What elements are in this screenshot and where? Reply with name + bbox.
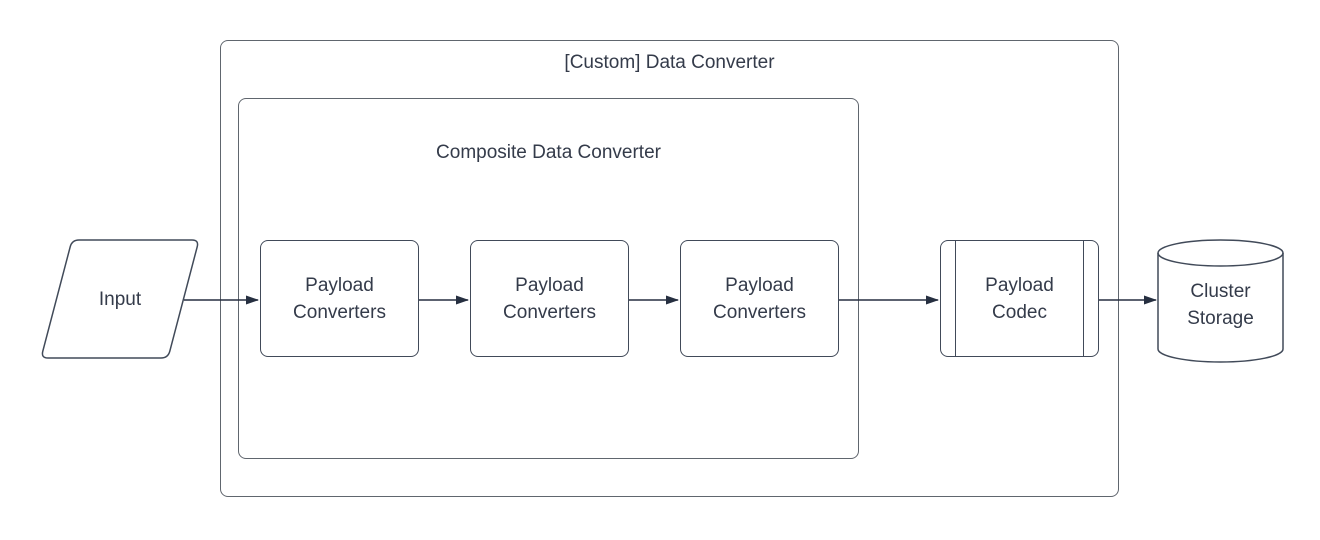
composite-data-converter-group: Composite Data Converter [238,98,859,459]
payload-converters-label-1: Payload Converters [293,274,386,323]
custom-data-converter-label: [Custom] Data Converter [564,52,775,73]
payload-converters-node-2: Payload Converters [470,240,629,357]
payload-converters-node-1: Payload Converters [260,240,419,357]
input-label: Input [98,289,142,310]
payload-converters-node-3: Payload Converters [680,240,839,357]
custom-data-converter-group: [Custom] Data Converter [220,40,1119,497]
cluster-storage-cylinder-top-rim [1157,252,1284,267]
payload-codec-node: Payload Codec [940,240,1099,357]
cluster-storage-label: Cluster Storage [1187,281,1254,329]
composite-data-converter-label: Composite Data Converter [436,142,661,163]
payload-codec-left-bar [955,241,956,356]
payload-converters-label-2: Payload Converters [503,274,596,323]
payload-codec-label: Payload Codec [985,274,1054,323]
payload-converters-label-3: Payload Converters [713,274,806,323]
payload-codec-right-bar [1083,241,1084,356]
